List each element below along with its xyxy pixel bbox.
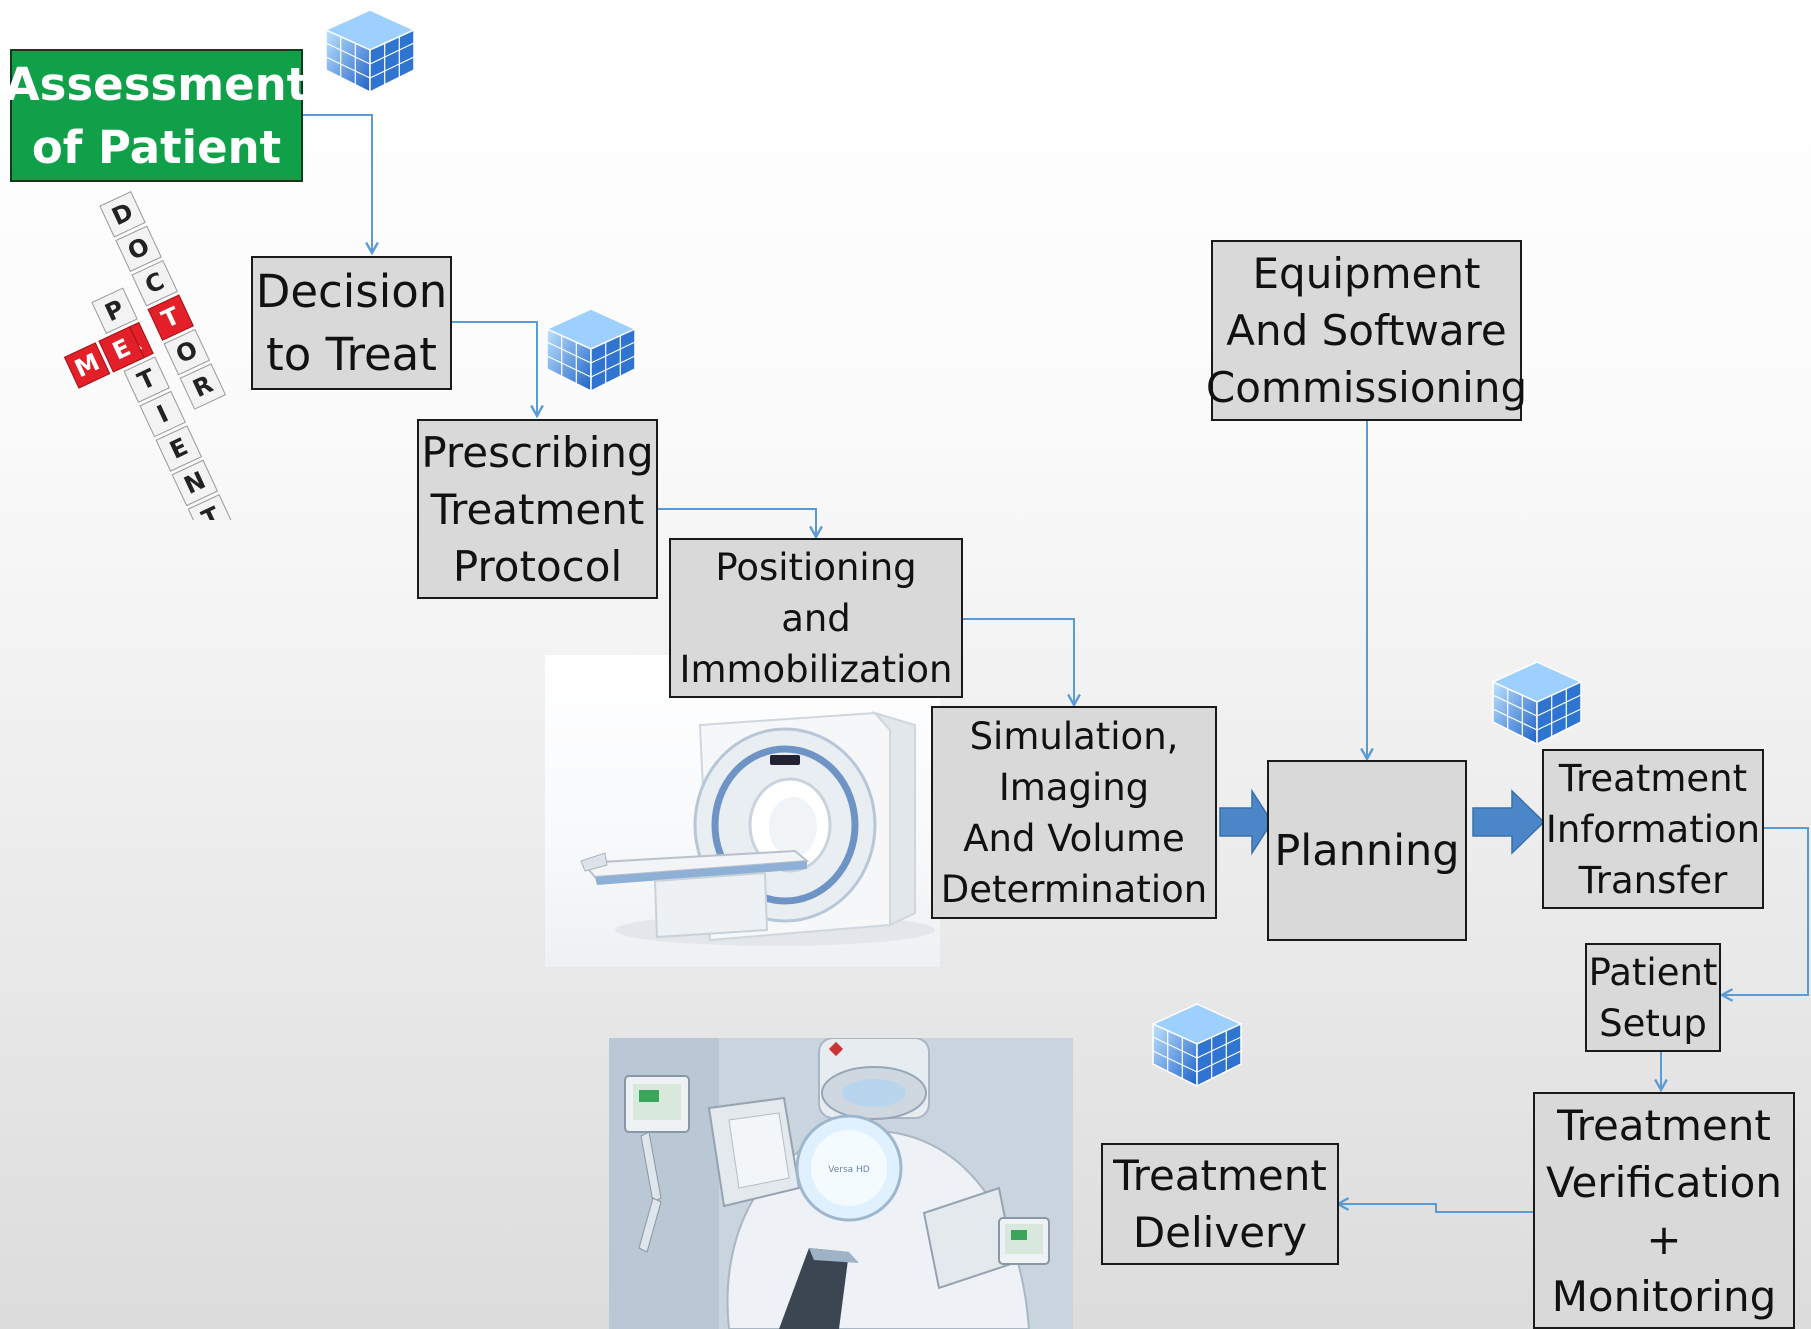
step-equipment-software-commissioning: Equipment And Software Commissioning	[1206, 240, 1527, 421]
step-label: Decision	[255, 265, 448, 318]
step-label: Imaging	[998, 765, 1150, 809]
step-label: +	[1646, 1214, 1682, 1264]
step-assessment-of-patient: Assessment of Patient	[5, 49, 308, 182]
step-label: Treatment	[1113, 1151, 1327, 1200]
cube-icon	[545, 308, 637, 393]
step-label: Simulation,	[969, 714, 1179, 758]
step-label: Positioning	[715, 545, 917, 589]
step-label: Information	[1545, 807, 1761, 851]
linac-label: Versa HD	[828, 1165, 870, 1175]
block-arrow-simulation-to-planning	[1219, 788, 1273, 856]
connector-decision-to-prescribing	[451, 321, 537, 416]
step-label: Transfer	[1578, 858, 1728, 902]
step-decision-to-treat: Decision to Treat	[251, 256, 452, 390]
step-label: Treatment	[430, 484, 645, 534]
step-label: Commissioning	[1205, 363, 1528, 412]
step-prescribing-treatment-protocol: Prescribing Treatment Protocol	[417, 419, 658, 599]
connector-transfer-to-setup	[1722, 827, 1809, 995]
connector-verification-to-delivery	[1338, 1204, 1534, 1213]
step-planning: Planning	[1267, 760, 1467, 941]
step-label: Immobilization	[679, 647, 953, 691]
step-label: and	[781, 596, 851, 640]
step-treatment-information-transfer: Treatment Information Transfer	[1542, 749, 1764, 909]
step-label: And Volume	[963, 816, 1185, 860]
step-label: And Software	[1226, 306, 1507, 355]
step-label: Monitoring	[1551, 1271, 1777, 1321]
cube-icon	[1151, 1003, 1243, 1088]
cube-icon	[1491, 661, 1583, 746]
step-label: to Treat	[266, 328, 437, 381]
step-label: Assessment	[4, 57, 309, 111]
step-treatment-delivery: Treatment Delivery	[1101, 1143, 1339, 1265]
connector-prescribing-to-positioning	[657, 508, 816, 537]
step-label: Setup	[1599, 1001, 1707, 1045]
block-arrow-planning-to-transfer	[1472, 789, 1546, 855]
step-label: Verification	[1546, 1157, 1782, 1207]
doctor-patient-crossword-image: D O C T O R P A T I E N	[62, 190, 252, 520]
step-patient-setup: Patient Setup	[1585, 943, 1721, 1052]
step-treatment-verification-monitoring: Treatment Verification + Monitoring	[1533, 1092, 1795, 1329]
step-label: Planning	[1274, 825, 1460, 876]
connector-assessment-to-decision	[302, 114, 372, 253]
step-label: Treatment	[1558, 756, 1748, 800]
step-label: Protocol	[452, 541, 623, 591]
crossword-letter-blocks: D O C T O R P A T I E N	[63, 191, 235, 520]
step-label: Equipment	[1252, 249, 1481, 298]
connector-positioning-to-simulation	[962, 618, 1074, 705]
cube-icon	[324, 9, 416, 94]
ct-scanner-image	[545, 655, 940, 967]
linac-treatment-room-image: Versa HD	[609, 1038, 1073, 1329]
step-label: Treatment	[1557, 1100, 1771, 1150]
step-label: Prescribing	[421, 427, 654, 477]
step-label: Patient	[1588, 950, 1718, 994]
step-positioning-and-immobilization: Positioning and Immobilization	[669, 538, 963, 698]
step-simulation-imaging-volume: Simulation, Imaging And Volume Determina…	[931, 706, 1217, 919]
step-label: of Patient	[31, 120, 282, 174]
step-label: Determination	[940, 867, 1208, 911]
step-label: Delivery	[1132, 1208, 1308, 1257]
